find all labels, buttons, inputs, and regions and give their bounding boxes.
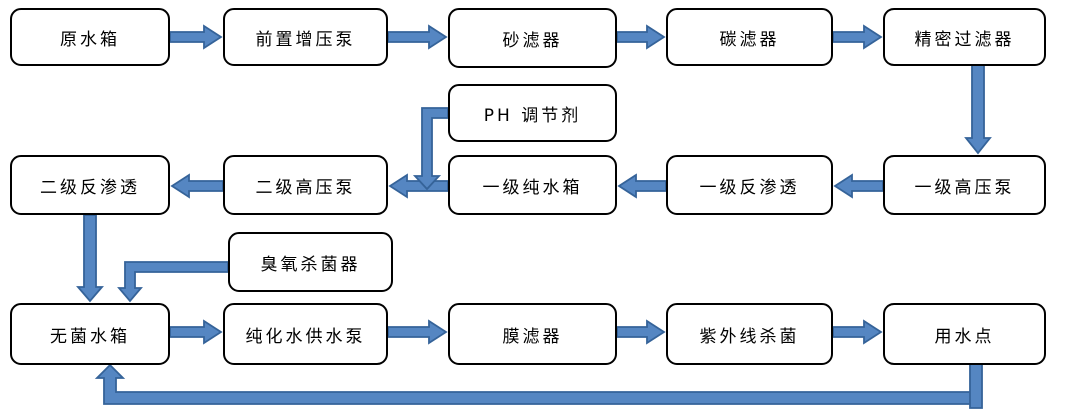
arrow-supply-pump-to-membrane-filter bbox=[387, 319, 448, 345]
arrow-uv-to-use-point bbox=[832, 319, 883, 345]
arrow-precision-filter-to-stage1-pump bbox=[964, 63, 992, 155]
arrow-membrane-filter-to-uv bbox=[616, 319, 666, 345]
arrow-sand-filter-to-carbon-filter bbox=[616, 24, 666, 50]
arrow-return-line bbox=[94, 363, 978, 405]
node-stage1-high-pressure-pump: 一级高压泵 bbox=[883, 155, 1046, 215]
arrow-ozone-feed bbox=[117, 261, 229, 303]
node-raw-water-tank: 原水箱 bbox=[10, 8, 170, 66]
node-water-use-point: 用水点 bbox=[883, 303, 1046, 365]
arrow-stage1-ro-to-stage1-tank bbox=[617, 173, 667, 199]
node-carbon-filter: 碳滤器 bbox=[666, 8, 833, 66]
node-stage2-reverse-osmosis: 二级反渗透 bbox=[10, 155, 170, 215]
node-purified-water-supply-pump: 纯化水供水泵 bbox=[223, 303, 388, 365]
arrow-stage2-pump-to-stage2-ro bbox=[170, 173, 224, 199]
arrow-ph-adjuster-feed bbox=[412, 107, 449, 191]
arrow-booster-pump-to-sand-filter bbox=[387, 24, 448, 50]
connector-use-point-drop bbox=[969, 362, 983, 409]
node-stage1-reverse-osmosis: 一级反渗透 bbox=[666, 155, 833, 215]
node-uv-sterilizer: 紫外线杀菌 bbox=[666, 303, 833, 365]
arrow-stage2-ro-to-sterile-tank bbox=[76, 214, 104, 303]
arrow-stage1-pump-to-stage1-ro bbox=[833, 173, 884, 199]
arrow-stage1-tank-to-stage2-pump bbox=[388, 173, 449, 199]
node-ozone-sterilizer: 臭氧杀菌器 bbox=[228, 232, 393, 292]
arrow-carbon-filter-to-precision-filter bbox=[832, 24, 883, 50]
node-sterile-water-tank: 无菌水箱 bbox=[10, 303, 170, 365]
node-sand-filter: 砂滤器 bbox=[448, 8, 617, 68]
node-precision-filter: 精密过滤器 bbox=[883, 8, 1046, 66]
node-stage2-high-pressure-pump: 二级高压泵 bbox=[223, 155, 388, 215]
node-stage1-pure-water-tank: 一级纯水箱 bbox=[448, 155, 617, 215]
node-membrane-filter: 膜滤器 bbox=[448, 303, 617, 365]
arrow-sterile-tank-to-supply-pump bbox=[169, 319, 223, 345]
node-ph-adjuster: PH 调节剂 bbox=[448, 84, 617, 142]
node-pre-booster-pump: 前置增压泵 bbox=[223, 8, 388, 66]
arrow-raw-tank-to-booster-pump bbox=[169, 24, 223, 50]
